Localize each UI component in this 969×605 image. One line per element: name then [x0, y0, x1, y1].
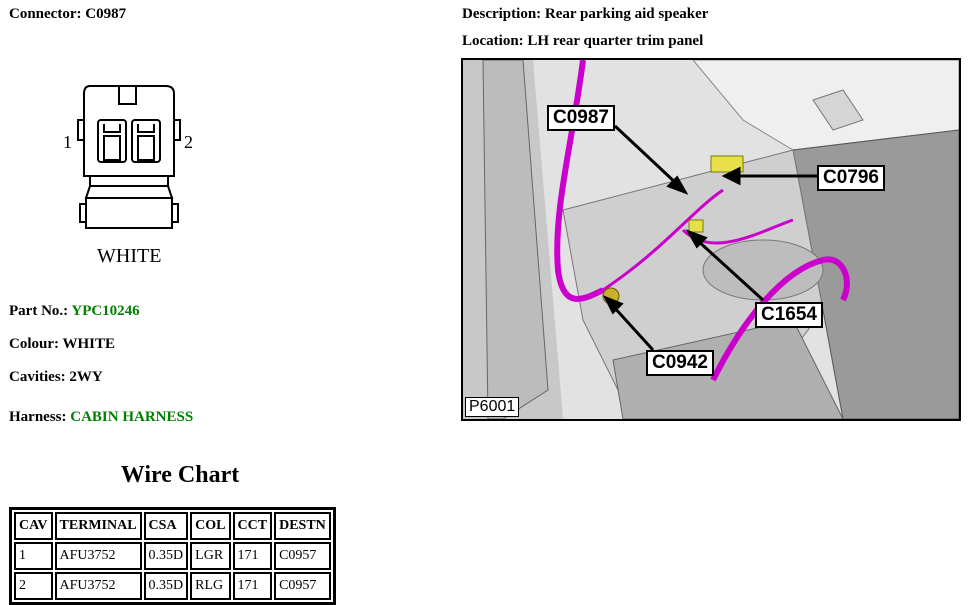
part-no-link[interactable]: YPC10246	[71, 303, 140, 319]
cell-destn: C0957	[274, 542, 331, 570]
cavities-value: 2WY	[69, 369, 103, 385]
header-cct: CCT	[232, 512, 273, 540]
connector-value: C0987	[85, 6, 127, 22]
part-no-line: Part No.: YPC10246	[9, 303, 140, 320]
description-line: Description: Rear parking aid speaker	[462, 6, 708, 23]
table-header-row: CAV TERMINAL CSA COL CCT DESTN	[14, 512, 331, 540]
location-value: LH rear quarter trim panel	[527, 33, 704, 49]
header-terminal: TERMINAL	[54, 512, 142, 540]
harness-label: Harness:	[9, 409, 67, 425]
header-cav: CAV	[14, 512, 53, 540]
header-destn: DESTN	[274, 512, 331, 540]
pin-2-label: 2	[184, 132, 193, 152]
location-label: Location:	[462, 33, 524, 49]
cell-cct: 171	[232, 572, 273, 600]
table-row: 2 AFU3752 0.35D RLG 171 C0957	[14, 572, 331, 600]
connector-face-drawing: 1 2 WHITE	[63, 85, 193, 267]
header-col: COL	[190, 512, 231, 540]
cell-terminal: AFU3752	[54, 572, 142, 600]
connector-line: Connector: C0987	[9, 6, 126, 23]
location-photo: C0987 C0796 C1654 C0942 P6001	[461, 58, 961, 421]
pin-1-label: 1	[63, 132, 72, 152]
description-label: Description:	[462, 6, 542, 22]
location-line: Location: LH rear quarter trim panel	[462, 33, 703, 50]
harness-line: Harness: CABIN HARNESS	[9, 409, 193, 426]
colour-value: WHITE	[62, 336, 115, 352]
photo-id-label: P6001	[465, 397, 520, 417]
table-row: 1 AFU3752 0.35D LGR 171 C0957	[14, 542, 331, 570]
cell-cct: 171	[232, 542, 273, 570]
part-no-label: Part No.:	[9, 303, 69, 319]
drawing-colour-text: WHITE	[97, 245, 161, 267]
colour-label: Colour:	[9, 336, 59, 352]
harness-link[interactable]: CABIN HARNESS	[70, 409, 194, 425]
cell-cav: 1	[14, 542, 53, 570]
cavities-line: Cavities: 2WY	[9, 369, 103, 386]
colour-line: Colour: WHITE	[9, 336, 115, 353]
wire-chart-table: CAV TERMINAL CSA COL CCT DESTN 1 AFU3752…	[9, 507, 336, 605]
callout-c0942: C0942	[646, 350, 714, 376]
callout-c0987: C0987	[547, 105, 615, 131]
cavities-label: Cavities:	[9, 369, 66, 385]
description-value: Rear parking aid speaker	[544, 6, 709, 22]
wire-chart-title: Wire Chart	[120, 462, 240, 488]
cell-col: RLG	[190, 572, 231, 600]
cell-csa: 0.35D	[143, 542, 189, 570]
header-csa: CSA	[143, 512, 189, 540]
connector-label: Connector:	[9, 6, 82, 22]
callout-c1654: C1654	[755, 302, 823, 328]
cell-cav: 2	[14, 572, 53, 600]
cell-col: LGR	[190, 542, 231, 570]
cell-destn: C0957	[274, 572, 331, 600]
callout-c0796: C0796	[817, 165, 885, 191]
cell-terminal: AFU3752	[54, 542, 142, 570]
cell-csa: 0.35D	[143, 572, 189, 600]
